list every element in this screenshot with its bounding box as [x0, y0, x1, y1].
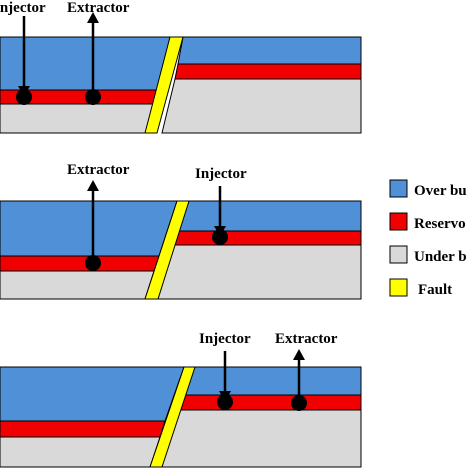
legend-label-fault: Fault [418, 282, 452, 298]
extractor-label: Extractor [275, 331, 338, 347]
reservoir-right [174, 63, 362, 80]
legend-swatch-overburden [389, 179, 408, 198]
underburden-left [0, 103, 158, 134]
overburden-right [177, 36, 362, 65]
underburden-right [161, 409, 362, 468]
extractor-arrowhead [87, 12, 99, 23]
reservoir-left [0, 420, 166, 438]
underburden-right [157, 244, 362, 300]
fault [144, 36, 184, 134]
overburden-left [0, 366, 185, 422]
extractor-arrowhead [293, 349, 305, 360]
extractor-well [85, 255, 101, 271]
legend-label-underburden: Under b [414, 249, 467, 265]
overburden-left [0, 200, 178, 257]
underburden-right [161, 78, 362, 134]
injector-label: Injector [199, 331, 251, 347]
panel-2: Extractor Injector [0, 162, 362, 300]
extractor-arrowhead [87, 180, 99, 191]
overburden-right [179, 366, 362, 396]
extractor-well [85, 89, 101, 105]
extractor-label: Extractor [67, 0, 130, 16]
reservoir-left [0, 255, 160, 272]
panel-3: Injector Extractor [0, 331, 362, 468]
underburden-left [0, 270, 155, 300]
panel-1: Injector Extractor [0, 0, 362, 134]
extractor-label: Extractor [67, 162, 130, 178]
legend-label-reservoir: Reservo [414, 216, 466, 232]
reservoir-right [175, 394, 362, 411]
fault [149, 366, 196, 468]
injector-well [217, 394, 233, 410]
injector-label: Injector [195, 166, 247, 182]
legend-swatch-underburden [389, 245, 408, 264]
legend-label-overburden: Over bu [414, 183, 467, 199]
legend: Over bu Reservo Under b Fault [389, 179, 467, 298]
underburden-left [0, 436, 161, 468]
injector-label: Injector [0, 0, 46, 16]
reservoir-right [173, 230, 362, 246]
extractor-well [291, 395, 307, 411]
overburden-right [177, 200, 362, 232]
legend-swatch-fault [389, 278, 408, 297]
injector-well [212, 229, 228, 245]
fault [144, 200, 190, 300]
injector-well [16, 89, 32, 105]
legend-swatch-reservoir [389, 212, 408, 231]
overburden-left [0, 36, 171, 91]
